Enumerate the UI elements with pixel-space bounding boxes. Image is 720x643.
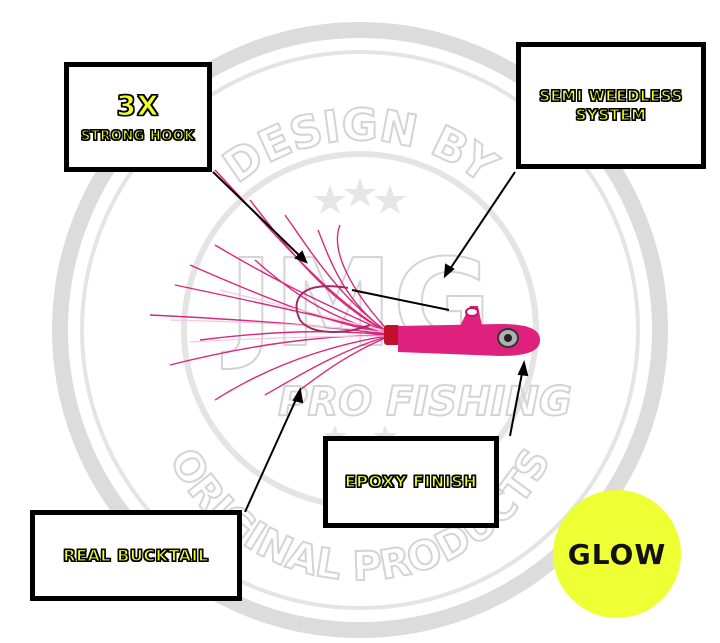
star-icon <box>314 178 406 214</box>
bucktail-hair <box>149 169 393 401</box>
callout-epoxy-finish: EPOXY FINISH <box>323 436 499 528</box>
watermark-middle-text: PRO FISHING <box>278 379 572 425</box>
seal-inner-ring <box>80 50 640 610</box>
callout-strong-hook: 3X STRONG HOOK <box>64 62 212 172</box>
callout-real-bucktail: REAL BUCKTAIL <box>30 510 242 601</box>
callout-hook-line2: STRONG HOOK <box>80 129 195 145</box>
callout-pointers <box>212 171 529 513</box>
callout-semi-weedless: SEMI WEEDLESS SYSTEM <box>516 42 706 169</box>
seal-outer-ring <box>52 22 668 638</box>
callout-hook-line1: 3X <box>116 89 160 123</box>
glow-badge-label: GLOW <box>567 537 667 571</box>
callout-weedless-line2: SYSTEM <box>575 105 647 124</box>
callout-weedless-line1: SEMI WEEDLESS <box>539 86 683 105</box>
thread-wrap <box>384 325 400 345</box>
hook-shank <box>295 285 371 333</box>
callout-epoxy-label: EPOXY FINISH <box>344 471 478 491</box>
callout-bucktail-label: REAL BUCKTAIL <box>63 545 209 565</box>
glow-badge: GLOW <box>553 490 681 618</box>
flash-strands <box>169 289 393 343</box>
jig-pupil <box>504 334 512 342</box>
